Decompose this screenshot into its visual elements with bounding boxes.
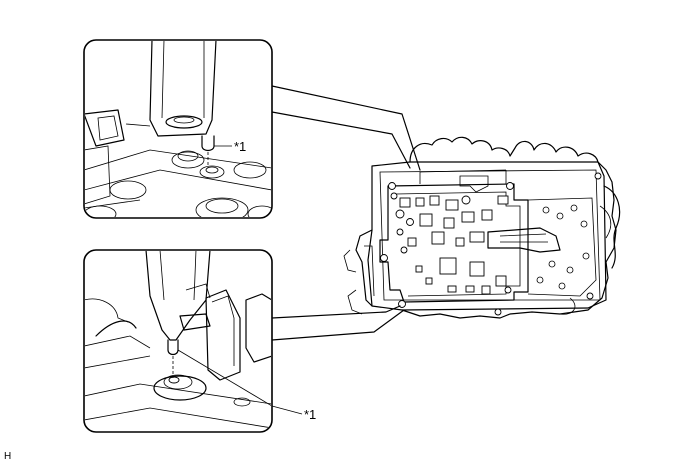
illustration-code: H — [4, 451, 12, 462]
control-module-assembly — [343, 136, 621, 319]
callout-label-lower: *1 — [304, 407, 317, 422]
upper-detail-view — [83, 39, 273, 219]
detail-leader-lines — [271, 85, 421, 341]
lower-detail-view — [83, 249, 303, 433]
callout-label-upper: *1 — [234, 139, 247, 154]
